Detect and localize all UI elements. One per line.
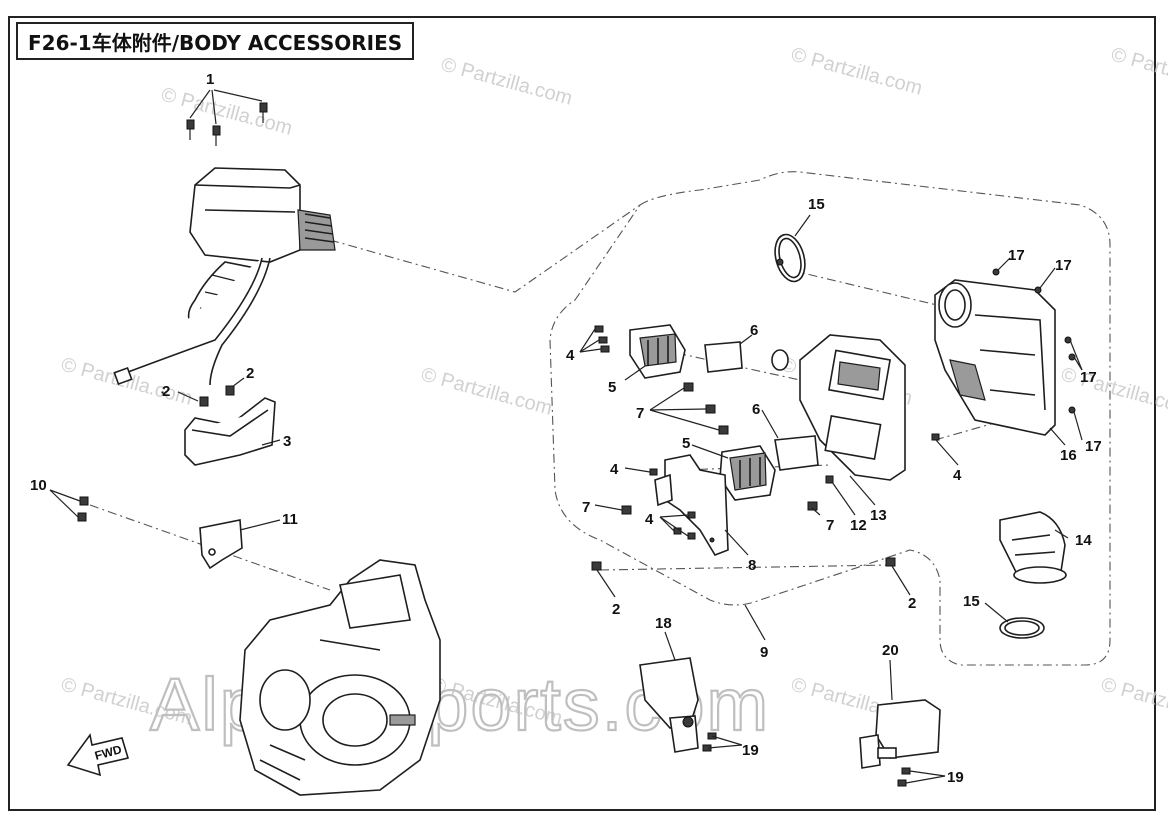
callout-16: 16	[1060, 447, 1077, 464]
callout-9: 9	[760, 644, 768, 661]
callout-6: 6	[750, 322, 758, 339]
air-filter-box	[113, 167, 336, 386]
callout-12: 12	[850, 517, 867, 534]
watermark-small: © Partzilla.com	[159, 84, 295, 140]
clamp-ring-15-top	[774, 233, 806, 283]
watermark-small: © Partzilla.com	[439, 54, 575, 110]
engine-assembly	[239, 559, 441, 796]
callout-2: 2	[908, 595, 916, 612]
callout-4: 4	[566, 347, 575, 364]
callout-5: 5	[682, 435, 690, 452]
callout-2: 2	[162, 383, 170, 400]
callout-3: 3	[283, 433, 291, 450]
callout-19: 19	[947, 769, 964, 786]
filter-assembly-5-lower	[719, 445, 776, 501]
screw-set	[161, 268, 1076, 787]
phantom-line	[679, 464, 831, 471]
callout-8: 8	[748, 557, 756, 574]
callout-7: 7	[826, 517, 834, 534]
duct-housing-16	[934, 279, 1056, 436]
filter-assembly-5-upper	[629, 324, 686, 379]
callout-4: 4	[610, 461, 619, 478]
watermark-small: © Partzilla.com	[789, 44, 925, 100]
phantom-line	[599, 564, 891, 571]
cover-panel-20	[859, 699, 941, 769]
callout-2: 2	[246, 365, 254, 382]
callout-17: 17	[1080, 369, 1097, 386]
forward-label: FWD	[93, 742, 123, 763]
diagram-title: F26-1车体附件/BODY ACCESSORIES	[16, 22, 415, 60]
callout-17: 17	[1008, 247, 1025, 264]
diagram-frame	[8, 16, 1156, 811]
callout-1: 1	[206, 71, 214, 88]
cover-panel-18	[639, 657, 699, 753]
callout-18: 18	[655, 615, 672, 632]
callout-7: 7	[582, 499, 590, 516]
mounting-bracket-3	[184, 385, 276, 466]
watermark-small: © Partzilla.com	[419, 364, 555, 420]
callout-5: 5	[608, 379, 616, 396]
callout-17: 17	[1085, 438, 1102, 455]
callout-4: 4	[953, 467, 962, 484]
callout-7: 7	[636, 405, 644, 422]
callout-20: 20	[882, 642, 899, 659]
phantom-line	[329, 204, 641, 293]
callout-labels: 1 2 2 2 2 3 4 4 4 4 5 5 6 6 7 7 7 8 9 10…	[30, 71, 1102, 786]
callout-6: 6	[752, 401, 760, 418]
mounting-plate-8	[654, 454, 729, 556]
callout-15: 15	[963, 593, 980, 610]
filter-element-6-upper	[704, 341, 789, 373]
callout-2: 2	[612, 601, 620, 618]
watermark-small: © Partzilla.com	[1099, 674, 1168, 730]
callout-19: 19	[742, 742, 759, 759]
callout-17: 17	[1055, 257, 1072, 274]
forward-arrow-icon: FWD	[66, 733, 130, 777]
leader-lines	[49, 89, 1083, 784]
callout-4: 4	[645, 511, 654, 528]
callout-10: 10	[30, 477, 47, 494]
bracket-11	[199, 519, 243, 570]
callout-13: 13	[870, 507, 887, 524]
bolt-1	[186, 102, 268, 146]
filter-element-6-lower	[774, 435, 819, 471]
intake-duct-13	[799, 334, 906, 481]
clamp-ring-15-bottom	[999, 617, 1045, 639]
callout-14: 14	[1075, 532, 1092, 549]
assembly-group-outline	[549, 171, 1111, 666]
callout-11: 11	[282, 511, 298, 528]
watermark-small: © Partzilla.com	[1109, 44, 1168, 100]
hose-14	[999, 511, 1067, 584]
callout-15: 15	[808, 196, 825, 213]
